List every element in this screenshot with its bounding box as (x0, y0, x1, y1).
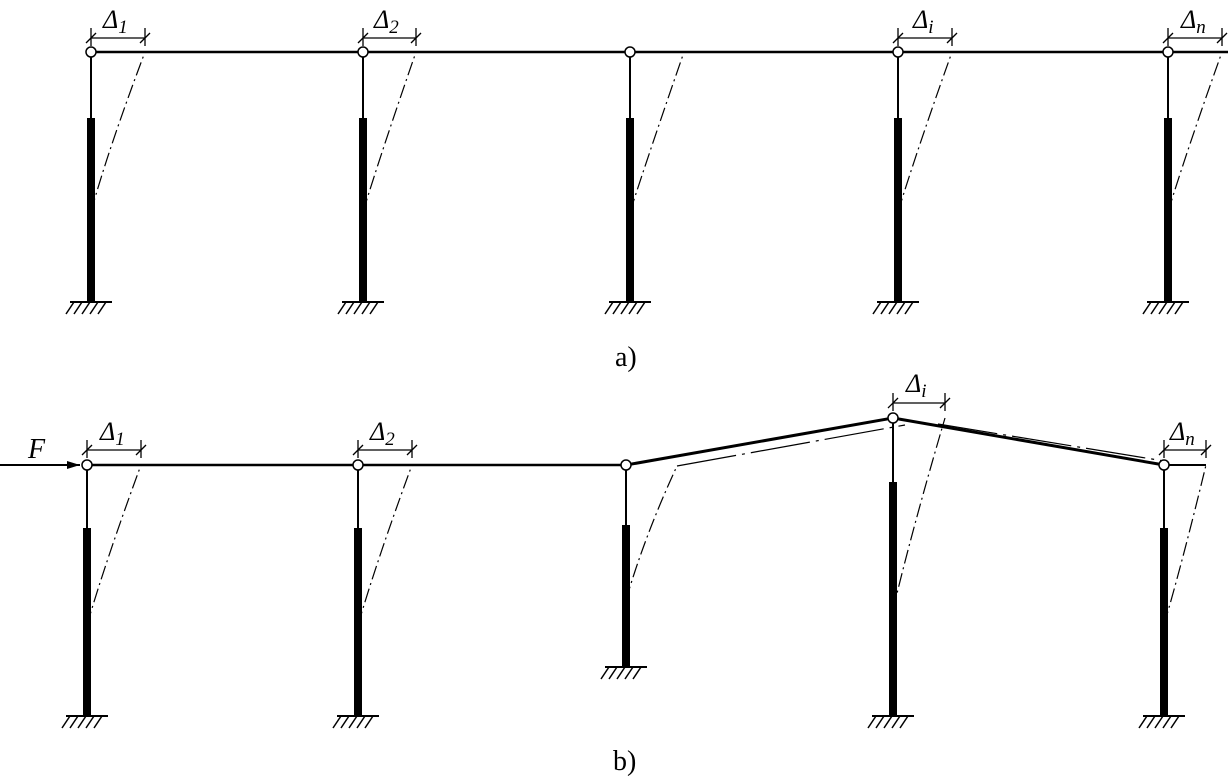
force-label: F (27, 434, 46, 465)
deflected-beam-b-3 (937, 423, 1165, 462)
caption-a: a) (615, 342, 637, 373)
beam-b-2 (625, 416, 894, 467)
dimension-b-2 (352, 440, 418, 458)
column-a-1 (65, 46, 146, 315)
column-b-1 (61, 459, 142, 729)
delta-label-b-2: Δ2 (369, 417, 395, 450)
column-b-n (1138, 459, 1207, 729)
dimension-b-n (1158, 440, 1212, 458)
column-a-n (1142, 46, 1223, 315)
column-a-3 (604, 46, 685, 315)
delta-label-b-i: Δi (905, 369, 927, 402)
delta-label-b-n: Δn (1169, 417, 1195, 450)
dimension-a-i (892, 28, 958, 46)
dimension-b-1 (81, 440, 147, 458)
beam-b-3 (892, 416, 1165, 467)
column-b-i (867, 412, 946, 729)
delta-label-a-n: Δn (1180, 5, 1206, 38)
panel-a: Δ1 Δ2 Δi Δn a) (65, 5, 1228, 373)
column-a-2 (337, 46, 417, 315)
dimension-a-n (1162, 28, 1228, 46)
delta-label-a-2: Δ2 (373, 5, 399, 38)
dimension-a-1 (85, 28, 151, 46)
delta-label-a-i: Δi (912, 5, 934, 38)
panel-b: F (0, 369, 1212, 776)
caption-b: b) (613, 746, 636, 776)
delta-label-a-1: Δ1 (102, 5, 128, 38)
column-a-i (872, 46, 953, 315)
column-b-2 (332, 459, 413, 729)
column-b-3 (600, 459, 678, 680)
dimension-a-2 (357, 28, 422, 46)
dimension-b-i (887, 393, 951, 411)
delta-label-b-1: Δ1 (99, 417, 125, 450)
deflected-beam-b-2 (676, 424, 906, 467)
